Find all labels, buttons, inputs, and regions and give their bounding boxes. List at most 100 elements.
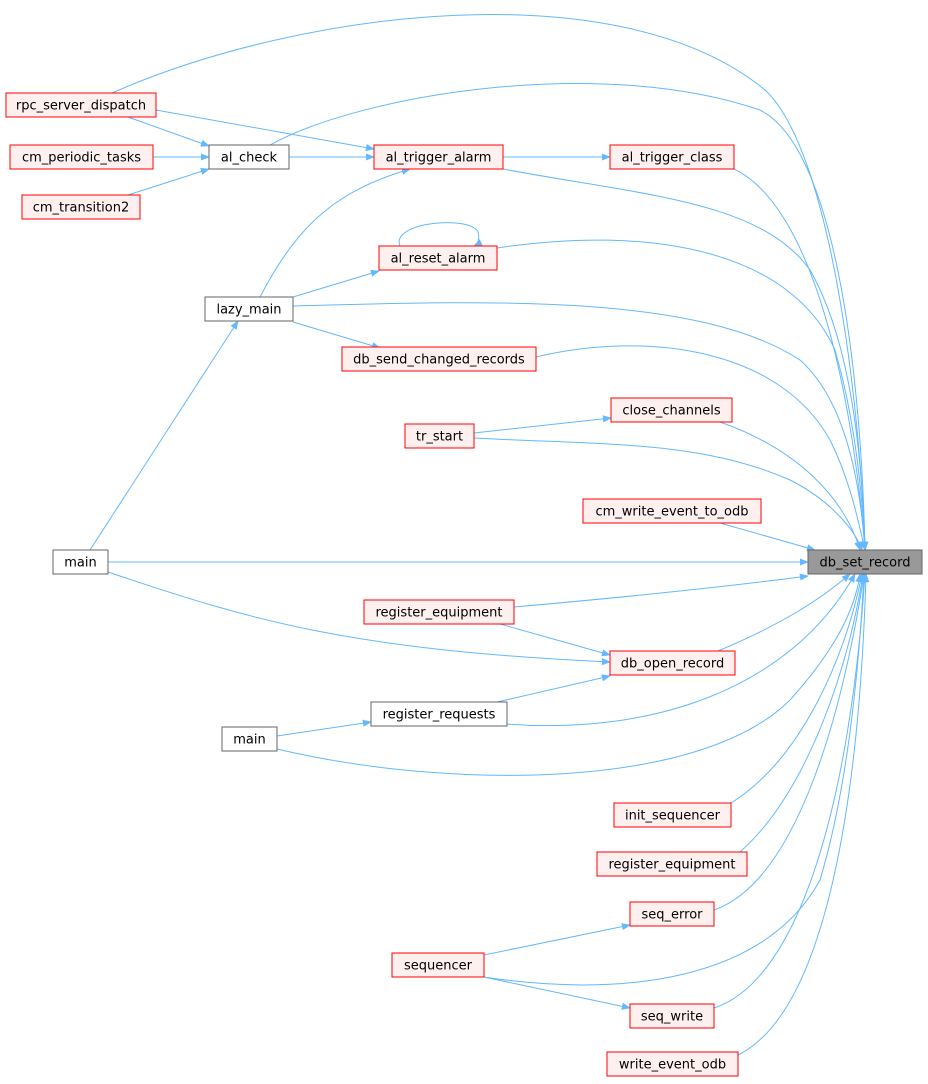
node-label: close_channels <box>622 404 720 419</box>
edge-al_reset_alarm-to-al_reset_alarm <box>398 222 483 247</box>
node-label: sequencer <box>404 959 473 974</box>
edge-al_trigger_class-to-db_set_record <box>733 168 868 551</box>
node-box[interactable] <box>9 144 154 170</box>
node-label: seq_error <box>642 908 704 923</box>
node-box[interactable] <box>373 144 504 170</box>
node-db-open-record[interactable]: db_open_record <box>609 650 736 676</box>
node-box[interactable] <box>52 549 109 575</box>
edge-db_send_changed_records-to-db_set_record <box>535 345 867 551</box>
edge-sequencer-to-seq_error <box>483 923 631 956</box>
node-label: main <box>233 733 265 748</box>
node-label: seq_write <box>641 1010 703 1025</box>
edge-seq_write-to-db_set_record <box>713 573 869 1009</box>
node-label: main <box>64 556 96 571</box>
node-main2[interactable]: main <box>221 726 278 752</box>
node-box[interactable] <box>5 92 157 118</box>
node-box[interactable] <box>21 194 141 220</box>
node-box[interactable] <box>610 397 733 423</box>
node-box[interactable] <box>391 952 485 978</box>
node-box[interactable] <box>370 701 508 727</box>
node-box[interactable] <box>582 498 762 524</box>
edge-cm_write_event_to_odb-to-db_set_record <box>719 522 816 552</box>
node-label: write_event_odb <box>619 1058 726 1073</box>
node-db-set-record[interactable]: db_set_record <box>807 549 923 575</box>
edge-al_trigger_alarm-to-db_set_record <box>502 168 869 551</box>
node-label: register_requests <box>383 708 496 723</box>
edge-al_check-to-db_set_record <box>269 83 869 551</box>
edge-register_requests-to-db_set_record <box>506 573 856 727</box>
node-al-trigger-alarm[interactable]: al_trigger_alarm <box>373 144 504 170</box>
node-main1[interactable]: main <box>52 549 109 575</box>
edge-close_channels-to-db_set_record <box>719 421 862 551</box>
node-tr-start[interactable]: tr_start <box>404 423 475 449</box>
node-box[interactable] <box>629 901 715 927</box>
node-cm-transition2[interactable]: cm_transition2 <box>21 194 141 220</box>
node-box[interactable] <box>596 851 748 877</box>
node-label: init_sequencer <box>625 809 721 824</box>
node-close-channels[interactable]: close_channels <box>610 397 733 423</box>
node-box[interactable] <box>629 1003 715 1029</box>
node-box[interactable] <box>807 549 923 575</box>
edge-main2-to-db_set_record <box>276 573 863 776</box>
node-al-reset-alarm[interactable]: al_reset_alarm <box>378 245 498 271</box>
node-seq-write[interactable]: seq_write <box>629 1003 715 1029</box>
node-box[interactable] <box>378 245 498 271</box>
edge-register_equipment1-to-db_set_record <box>513 573 809 608</box>
node-box[interactable] <box>609 144 735 170</box>
node-sequencer[interactable]: sequencer <box>391 952 485 978</box>
edge-main1-to-db_open_record <box>107 571 611 666</box>
node-lazy-main[interactable]: lazy_main <box>204 296 294 322</box>
node-box[interactable] <box>204 296 294 322</box>
edges-layer <box>89 14 870 1056</box>
node-label: db_open_record <box>621 657 724 672</box>
edge-main1-to-lazy_main <box>89 320 239 551</box>
node-init-sequencer[interactable]: init_sequencer <box>613 802 732 828</box>
node-label: al_trigger_class <box>622 151 723 166</box>
node-label: al_trigger_alarm <box>386 151 492 166</box>
node-box[interactable] <box>613 802 732 828</box>
node-box[interactable] <box>606 1051 739 1077</box>
node-al-check[interactable]: al_check <box>208 144 290 170</box>
edge-sequencer-to-db_set_record <box>483 573 868 986</box>
node-box[interactable] <box>404 423 475 449</box>
node-box[interactable] <box>208 144 290 170</box>
edge-lazy_main-to-db_send_changed_records <box>292 321 381 350</box>
nodes-layer: db_set_record rpc_server_dispatch cm_perio… <box>5 92 923 1077</box>
edge-register_equipment2-to-db_set_record <box>739 573 866 853</box>
edge-rpc_server_dispatch-to-db_set_record <box>111 14 869 551</box>
node-cm-periodic-tasks[interactable]: cm_periodic_tasks <box>9 144 154 170</box>
node-rpc-server-dispatch[interactable]: rpc_server_dispatch <box>5 92 157 118</box>
node-box[interactable] <box>363 599 515 625</box>
node-label: register_equipment <box>609 858 736 873</box>
node-register-equipment2[interactable]: register_equipment <box>596 851 748 877</box>
edge-register_requests-to-db_open_record <box>496 674 611 703</box>
node-write-event-odb[interactable]: write_event_odb <box>606 1051 739 1077</box>
edge-cm_transition2-to-al_check <box>127 168 210 196</box>
node-label: register_equipment <box>376 606 503 621</box>
edge-main2-to-register_requests <box>276 719 372 737</box>
node-box[interactable] <box>221 726 278 752</box>
node-label: db_set_record <box>820 556 911 571</box>
edge-rpc_server_dispatch-to-al_check <box>127 116 210 147</box>
node-db-send-changed-records[interactable]: db_send_changed_records <box>341 346 537 372</box>
edge-db_open_record-to-db_set_record <box>717 573 851 652</box>
node-register-requests[interactable]: register_requests <box>370 701 508 727</box>
node-label: tr_start <box>416 430 463 445</box>
node-al-trigger-class[interactable]: al_trigger_class <box>609 144 735 170</box>
edge-lazy_main-to-al_reset_alarm <box>292 269 380 298</box>
node-label: al_check <box>221 151 278 166</box>
node-label: cm_transition2 <box>33 201 130 216</box>
edge-tr_start-to-close_channels <box>473 415 612 434</box>
node-box[interactable] <box>341 346 537 372</box>
edge-init_sequencer-to-db_set_record <box>730 573 864 804</box>
node-cm-write-event-to-odb[interactable]: cm_write_event_to_odb <box>582 498 762 524</box>
edge-seq_error-to-db_set_record <box>713 573 867 911</box>
node-box[interactable] <box>609 650 736 676</box>
edge-register_equipment1-to-db_open_record <box>499 623 611 657</box>
node-label: db_send_changed_records <box>353 353 525 368</box>
node-register-equipment1[interactable]: register_equipment <box>363 599 515 625</box>
node-seq-error[interactable]: seq_error <box>629 901 715 927</box>
edge-rpc_server_dispatch-to-al_trigger_alarm <box>155 109 375 152</box>
edge-write_event_odb-to-db_set_record <box>737 573 870 1056</box>
